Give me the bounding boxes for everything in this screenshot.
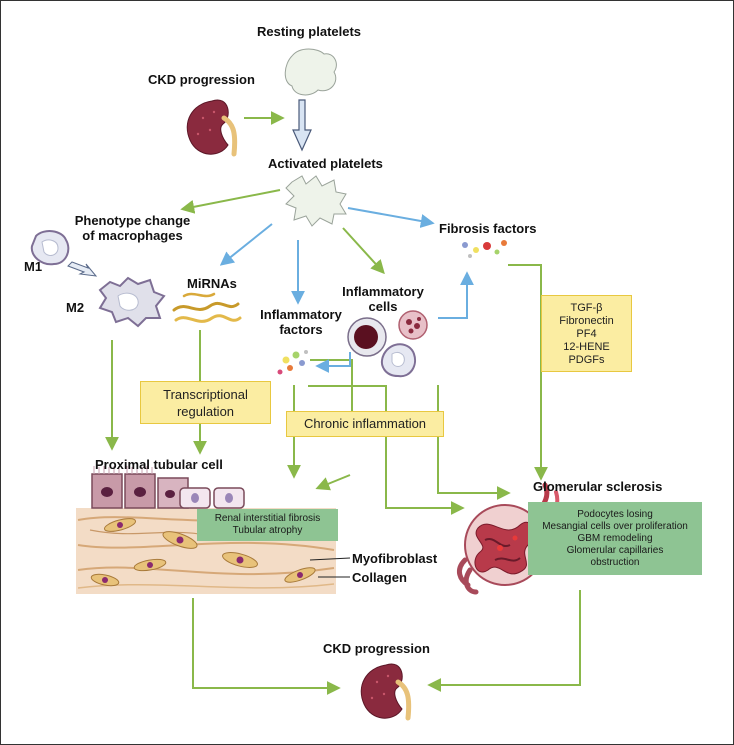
mirna-strands-icon [172, 292, 242, 323]
m1-label: M1 [24, 259, 43, 274]
transcriptional-regulation-box: Transcriptional regulation [140, 381, 271, 424]
glomerular-outcome-item: obstruction [590, 557, 640, 568]
arrow-activated-to-inflammatory-cells [342, 227, 385, 275]
renal-outcomes-box: Renal interstitial fibrosis Tubular atro… [197, 509, 338, 541]
glomerular-outcome-item: Podocytes losing [577, 509, 653, 520]
mirnas-label: MiRNAs [187, 276, 237, 291]
glomerular-outcomes-box: Podocytes losing Mesangial cells over pr… [528, 502, 702, 575]
ckd-progression-top-label: CKD progression [148, 72, 255, 87]
collagen-label: Collagen [352, 570, 407, 585]
inflammatory-factor-dots-icon [277, 350, 308, 375]
renal-outcome-item: Renal interstitial fibrosis [214, 513, 321, 524]
fibrosis-factor-dots-icon [462, 240, 507, 258]
ckd-progression-bottom-label: CKD progression [323, 641, 430, 656]
kidney-top-icon [186, 99, 238, 157]
myofibroblast-label: Myofibroblast [352, 551, 438, 566]
glomerular-outcome-item: GBM remodeling [577, 533, 653, 544]
inflammatory-factors-label: Inflammatory factors [252, 307, 350, 337]
resting-platelets-label: Resting platelets [257, 24, 362, 39]
fibrosis-factors-label: Fibrosis factors [439, 221, 537, 236]
m2-macrophage-icon [98, 276, 166, 328]
transcriptional-regulation-line1: Transcriptional [163, 387, 248, 402]
fibrosis-factor-item: 12-HENE [563, 341, 610, 353]
inflammatory-cells-line1: Inflammatory [342, 284, 424, 299]
myofibroblast-leader [309, 557, 351, 561]
fibrosis-factor-item: TGF-β [570, 302, 603, 314]
phenotype-change-line2: of macrophages [82, 228, 183, 243]
arrow-factors-to-glomerulus-b [308, 385, 465, 515]
arrow-cells-to-glomerulus [437, 385, 511, 500]
arrow-fibrosis-factors-to-glomerulus [508, 264, 548, 481]
phenotype-change-line1: Phenotype change [74, 213, 191, 228]
arrow-resting-to-activated [292, 99, 312, 152]
arrow-tubule-to-ckd [192, 598, 341, 695]
activated-platelets-label: Activated platelets [268, 156, 383, 171]
transcriptional-regulation-line2: regulation [176, 404, 235, 419]
inflammatory-cells-line2: cells [368, 299, 398, 314]
phenotype-change-label: Phenotype change of macrophages [65, 213, 200, 243]
arrow-cells-to-fibrosis-factors [438, 271, 474, 319]
inflammatory-cells-label: Inflammatory cells [334, 284, 432, 314]
fibrosis-factor-item: Fibronectin [559, 315, 614, 327]
m1-macrophage-icon [30, 230, 70, 266]
arrow-activated-to-fibrosis-factors [347, 207, 435, 228]
activated-platelet-icon [285, 175, 347, 227]
arrow-m1-to-m2 [67, 261, 98, 277]
glomerular-outcome-item: Mesangial cells over proliferation [542, 521, 688, 532]
arrow-chronic-inflammation-b [315, 474, 351, 491]
glomerular-outcome-item: Glomerular capillaries [566, 545, 664, 556]
fibrosis-factor-item: PDGFs [568, 354, 605, 366]
arrow-activated-to-mirnas [219, 223, 273, 266]
resting-platelet-icon [284, 48, 337, 96]
m2-label: M2 [66, 300, 85, 315]
arrows [67, 99, 581, 695]
inflammatory-factors-line2: factors [279, 322, 323, 337]
chronic-inflammation-box: Chronic inflammation [286, 411, 444, 437]
inflammatory-factors-line1: Inflammatory [260, 307, 342, 322]
renal-outcome-item: Tubular atrophy [232, 525, 303, 536]
fibrosis-factor-list-box: TGF-β Fibronectin PF4 12-HENE PDGFs [541, 295, 632, 372]
arrow-glomerulus-to-ckd [427, 590, 581, 692]
kidney-bottom-icon [360, 663, 412, 721]
fibrosis-factor-item: PF4 [576, 328, 597, 340]
arrow-cells-to-factors [315, 352, 351, 373]
proximal-tubular-cell-label: Proximal tubular cell [95, 457, 223, 472]
arrow-activated-to-macrophages [180, 189, 281, 214]
glomerular-sclerosis-label: Glomerular sclerosis [533, 479, 663, 494]
inflammatory-cells-icon [347, 310, 428, 378]
